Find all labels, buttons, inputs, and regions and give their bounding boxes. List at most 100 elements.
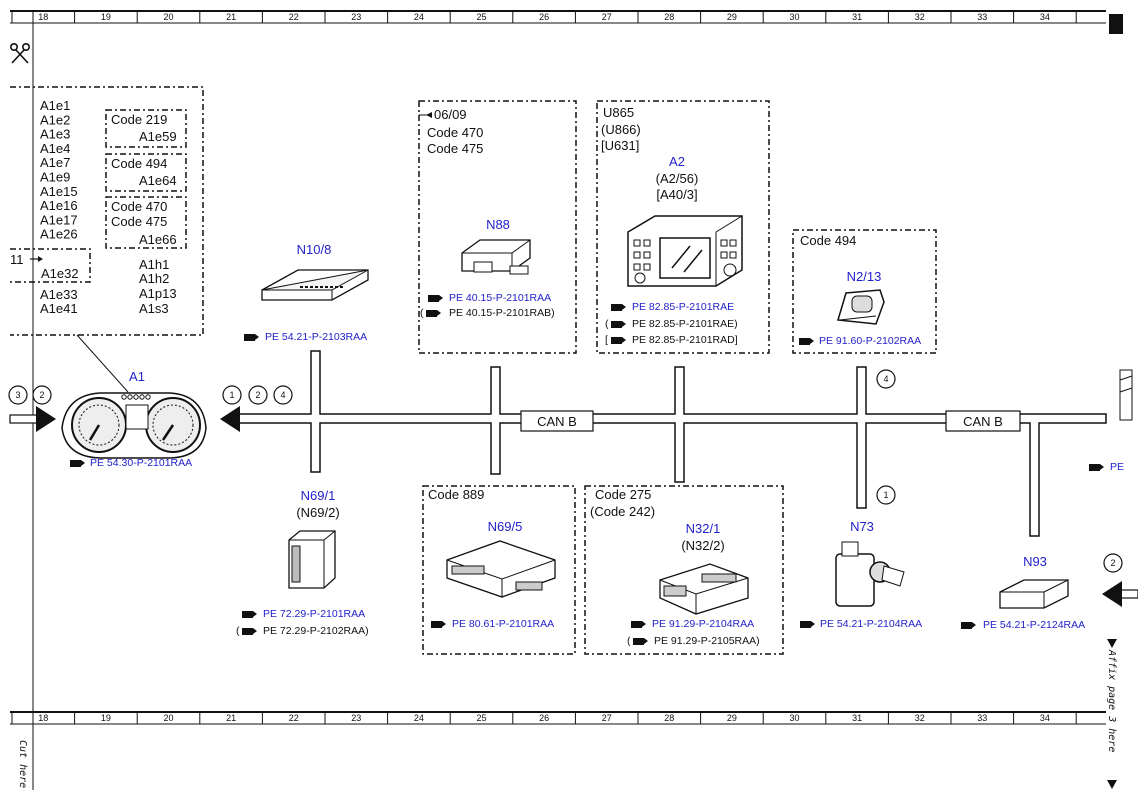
- top-tick-label: 32: [915, 12, 925, 22]
- ref-icon: [611, 304, 626, 311]
- n88-code1: Code 470: [427, 125, 483, 140]
- n69-5-ref[interactable]: PE 80.61-P-2101RAA: [452, 618, 554, 630]
- a2-name: A2: [669, 154, 685, 169]
- cluster-code-item: A1e3: [40, 127, 70, 142]
- top-tick-label: 31: [852, 12, 862, 22]
- top-tick-label: 26: [539, 12, 549, 22]
- a1e66-label: A1e66: [139, 232, 177, 247]
- left-codes: A1e1A1e2A1e3A1e4A1e7A1e9A1e15A1e16A1e17A…: [40, 98, 78, 242]
- n88-ref1[interactable]: PE 40.15-P-2101RAA: [449, 292, 551, 304]
- arrow-right-icon: [38, 256, 43, 262]
- n2-13-name: N2/13: [847, 269, 882, 284]
- n10-8-name: N10/8: [297, 242, 332, 257]
- cluster-code-item: A1e4: [40, 141, 70, 156]
- svg-text:(: (: [627, 635, 631, 647]
- a2-ref2[interactable]: PE 82.85-P-2101RAE): [632, 318, 738, 330]
- can-b-bus: CAN B CAN B: [9, 350, 1107, 537]
- a1-conn-3: 3: [15, 390, 20, 400]
- svg-text:(: (: [236, 625, 240, 637]
- right-edge-module-icon: [1119, 369, 1133, 421]
- ref-icon: [244, 334, 259, 341]
- bottom-tick-label: 29: [727, 713, 737, 723]
- a2-code-box: [596, 100, 770, 354]
- a2-u865: U865: [603, 105, 634, 120]
- n69-1-name: N69/1: [301, 488, 336, 503]
- n69-5-module-icon: [446, 540, 556, 598]
- n69-1-ref2[interactable]: PE 72.29-P-2102RAA): [263, 625, 369, 637]
- n32-1-ref1[interactable]: PE 91.29-P-2104RAA: [652, 618, 754, 630]
- n2-conn-4: 4: [883, 374, 888, 384]
- cluster-code-item: A1e1: [40, 98, 70, 113]
- ref-icon: [428, 295, 443, 302]
- n2-13-ref[interactable]: PE 91.60-P-2102RAA: [819, 335, 921, 347]
- n88-ref2[interactable]: PE 40.15-P-2101RAB): [449, 307, 555, 319]
- top-tick-label: 19: [101, 12, 111, 22]
- top-tick-label: 33: [977, 12, 987, 22]
- cluster-code-box: A1e1A1e2A1e3A1e4A1e7A1e9A1e15A1e16A1e17A…: [10, 86, 204, 336]
- a1p13-label: A1p13: [139, 286, 177, 301]
- bus-arrow-icon: [220, 406, 240, 432]
- n10-8-ref[interactable]: PE 54.21-P-2103RAA: [265, 331, 367, 343]
- a1-name: A1: [129, 369, 145, 384]
- radio-head-unit-icon: [627, 215, 743, 287]
- bottom-tick-label: 27: [602, 713, 612, 723]
- n69-1-module-icon: [288, 530, 336, 589]
- top-tick-label: 22: [289, 12, 299, 22]
- a2-alt1: (A2/56): [656, 171, 699, 186]
- n69-5-code-box: [422, 485, 576, 655]
- cut-here-label: Cut here: [17, 740, 28, 788]
- a1-conn-2: 2: [39, 390, 44, 400]
- a1e41-label: A1e41: [40, 301, 78, 316]
- a1e64-label: A1e64: [139, 173, 177, 188]
- bus-in-arrow-right-icon: [1102, 581, 1122, 607]
- bottom-tick-label: 20: [163, 713, 173, 723]
- a2-u866: (U866): [601, 122, 641, 137]
- n32-1-ref2[interactable]: PE 91.29-P-2105RAA): [654, 635, 760, 647]
- n93-ref[interactable]: PE 54.21-P-2124RAA: [983, 619, 1085, 631]
- n88-code2: Code 475: [427, 141, 483, 156]
- arrow-ref-label: 11: [10, 252, 24, 267]
- a1h1-label: A1h1: [139, 257, 169, 272]
- n73-ref[interactable]: PE 54.21-P-2104RAA: [820, 618, 922, 630]
- right-edge-ref[interactable]: PE: [1110, 461, 1124, 473]
- a2-ref1[interactable]: PE 82.85-P-2101RAE: [632, 301, 734, 313]
- n32-1-code-box: [584, 485, 784, 655]
- n69-1-ref1[interactable]: PE 72.29-P-2101RAA: [263, 608, 365, 620]
- a1e32-label: A1e32: [41, 266, 79, 281]
- top-tick-label: 18: [38, 12, 48, 22]
- ref-icon: [800, 621, 815, 628]
- n32-1-code1: Code 275: [595, 487, 651, 502]
- ref-icon: [431, 621, 446, 628]
- cluster-code-item: A1e7: [40, 155, 70, 170]
- top-tick-label: 25: [476, 12, 486, 22]
- bottom-tick-label: 23: [351, 713, 361, 723]
- affix-label: Affix page 3 here: [1106, 649, 1117, 752]
- code219-label: Code 219: [111, 112, 167, 127]
- a1e59-label: A1e59: [139, 129, 177, 144]
- a2-ref3[interactable]: PE 82.85-P-2101RAD]: [632, 334, 738, 346]
- a1s3-label: A1s3: [139, 301, 169, 316]
- top-tick-label: 21: [226, 12, 236, 22]
- a1-ref[interactable]: PE 54.30-P-2101RAA: [90, 457, 192, 469]
- code470-label: Code 470: [111, 199, 167, 214]
- cluster-code-item: A1e15: [40, 184, 78, 199]
- n88-name: N88: [486, 217, 510, 232]
- bottom-tick-label: 21: [226, 713, 236, 723]
- n32-1-code2: (Code 242): [590, 504, 655, 519]
- svg-text:(: (: [605, 318, 609, 330]
- ref-icon: [631, 621, 646, 628]
- connector-circles: [8, 369, 1123, 573]
- bottom-tick-label: 26: [539, 713, 549, 723]
- corner-marker-icon: [1109, 14, 1123, 34]
- code475-label: Code 475: [111, 214, 167, 229]
- ref-icon: [961, 622, 976, 629]
- bottom-tick-label: 19: [101, 713, 111, 723]
- svg-text:(: (: [420, 307, 424, 319]
- n2-13-module-icon: [837, 289, 885, 325]
- n88-code-box: [418, 100, 577, 354]
- n69-5-name: N69/5: [488, 519, 523, 534]
- ref-icon: [1089, 464, 1104, 471]
- bottom-tick-label: 32: [915, 713, 925, 723]
